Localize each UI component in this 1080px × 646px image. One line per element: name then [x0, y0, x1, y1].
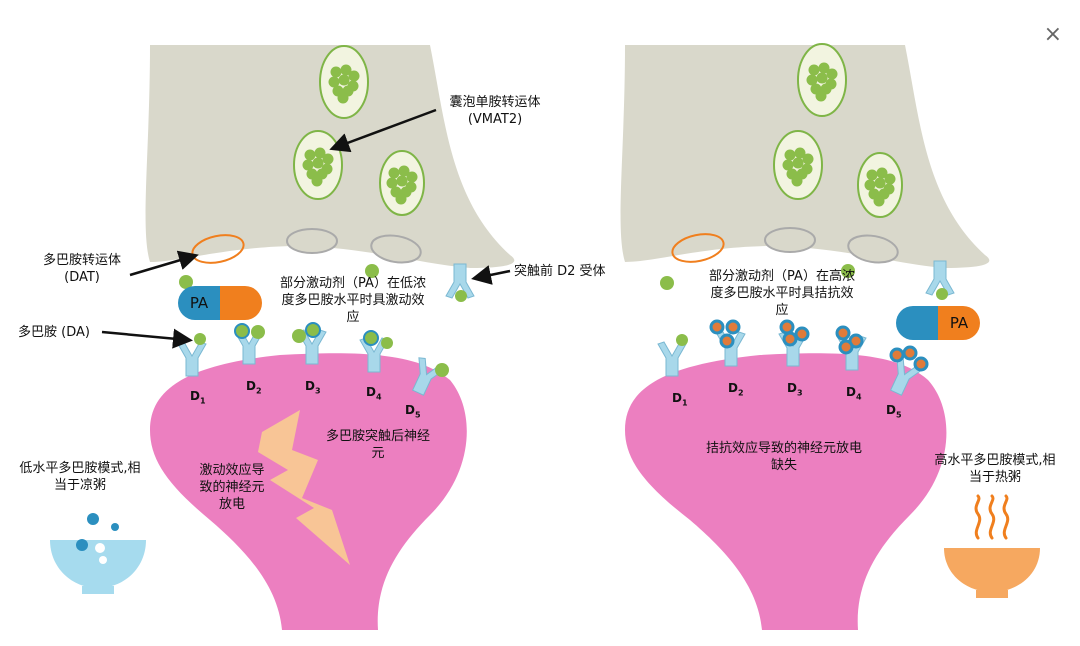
- arrow-dat: [129, 250, 199, 277]
- receptor-label-d3: D3: [787, 381, 803, 398]
- dopamine-molecule: [194, 333, 206, 345]
- cold-bowl-icon: [50, 540, 146, 588]
- dopamine-molecule: [660, 276, 674, 290]
- dopamine-molecule: [381, 337, 393, 349]
- agonist-firing-label: 激动效应导致的神经元放电: [199, 463, 265, 512]
- receptor-label-d2: D2: [728, 381, 744, 398]
- hot-bowl-label: 高水平多巴胺模式,相当于热粥: [934, 453, 1056, 485]
- receptor-label-d3: D3: [305, 379, 321, 396]
- close-icon[interactable]: ×: [1043, 22, 1062, 47]
- pa-pill-right: PA: [896, 306, 980, 340]
- pa-molecule: [234, 323, 250, 339]
- dat-label: 多巴胺转运体(DAT): [42, 253, 121, 285]
- dopamine-molecule: [841, 264, 855, 278]
- cold-bowl-base: [82, 586, 114, 594]
- bubble-icon: [95, 543, 105, 553]
- postsynaptic-neuron-right: [625, 353, 947, 630]
- receptor-label-d2: D2: [246, 379, 262, 396]
- dopamine-molecule: [251, 325, 265, 339]
- presyn-d2-label-text: 突触前 D2 受体: [514, 264, 606, 279]
- postsynaptic-neuron-left: [150, 353, 467, 630]
- receptor-label-d4: D4: [846, 385, 862, 402]
- hot-bowl-icon: [944, 548, 1040, 592]
- transporter: [847, 234, 899, 264]
- pa-molecule: [305, 322, 321, 338]
- dopamine-molecule: [455, 290, 467, 302]
- transporter: [370, 234, 422, 264]
- pa-pill-left: PA: [178, 286, 262, 320]
- cold-bowl-label: 低水平多巴胺模式,相当于凉粥: [19, 461, 141, 493]
- bubble-icon: [87, 513, 99, 525]
- postsyn-neuron-label: 多巴胺突触后神经元: [326, 429, 431, 461]
- transporter: [286, 228, 338, 254]
- vmat2-label: 囊泡单胺转运体(VMAT2): [449, 95, 541, 127]
- pa-low-caption: 部分激动剂（PA）在低浓度多巴胺水平时具激动效应: [280, 276, 426, 325]
- receptor-label-d1: D1: [672, 391, 688, 408]
- pa-molecule: [363, 330, 379, 346]
- antagonist-label: 拮抗效应导致的神经元放电缺失: [705, 441, 862, 473]
- dopamine-molecule: [179, 275, 193, 289]
- da-label: 多巴胺 (DA): [18, 325, 90, 340]
- arrow-da: [101, 328, 193, 349]
- receptor-label-d5: D5: [886, 403, 902, 420]
- receptor-label-d1: D1: [190, 389, 206, 406]
- bubble-icon: [99, 556, 107, 564]
- dopamine-molecule: [435, 363, 449, 377]
- pa-high-caption: 部分激动剂（PA）在高浓度多巴胺水平时具拮抗效应: [709, 269, 855, 318]
- dopamine-molecule: [292, 329, 306, 343]
- receptor-label-d4: D4: [366, 385, 382, 402]
- steam-icon: [974, 494, 1010, 540]
- dat-transporter: [671, 233, 725, 263]
- pa-pill-blue-half: [896, 306, 938, 340]
- dopamine-molecule: [676, 334, 688, 346]
- transporter: [764, 227, 816, 253]
- lightning-icon: [258, 410, 350, 565]
- pa-pill-orange-half: [220, 286, 262, 320]
- dopamine-molecule: [936, 288, 948, 300]
- right-panel: [620, 43, 1040, 630]
- arrow-vmat2: [329, 108, 437, 153]
- receptor-label-d5: D5: [405, 403, 421, 420]
- pa-molecule-cluster: [709, 319, 929, 372]
- pa-pill-label: PA: [178, 286, 220, 320]
- hot-bowl-base: [976, 590, 1008, 598]
- dopamine-molecule: [365, 264, 379, 278]
- bubble-icon: [76, 539, 88, 551]
- arrow-d2: [471, 265, 511, 285]
- pa-pill-label: PA: [938, 306, 980, 340]
- left-panel: [50, 45, 515, 630]
- bubble-icon: [111, 523, 119, 531]
